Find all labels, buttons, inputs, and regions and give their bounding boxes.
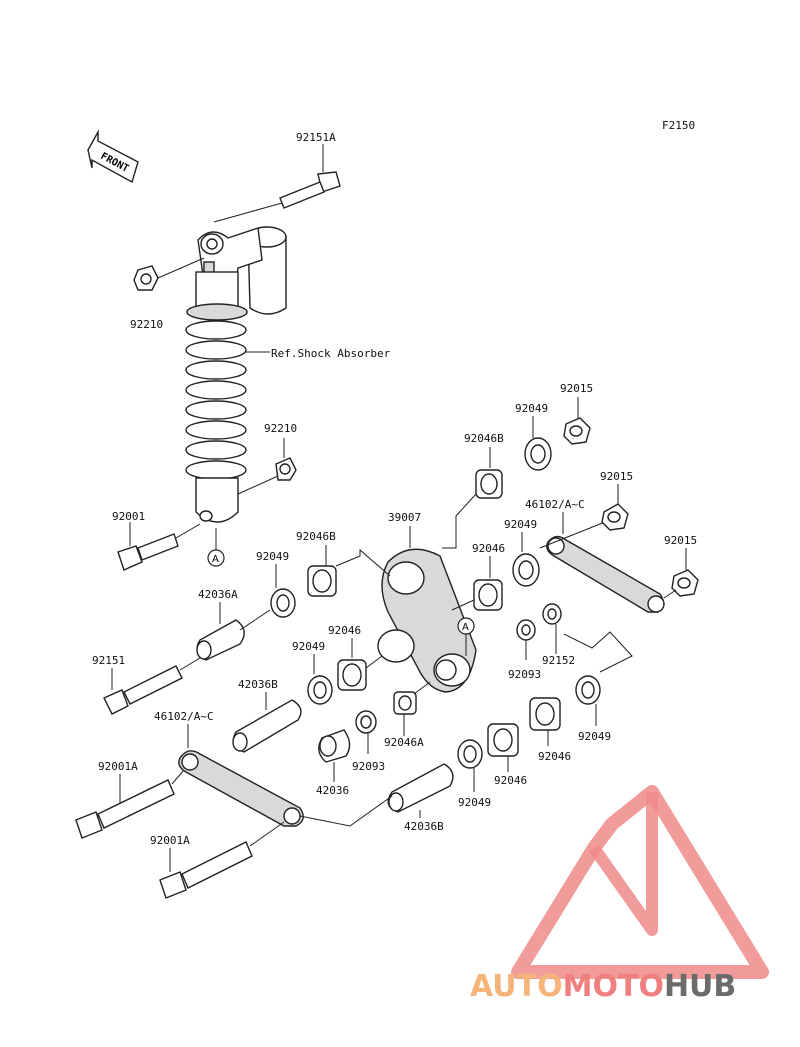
label-92049-e: 92049: [578, 730, 611, 743]
label-92046-d: 92046: [494, 774, 527, 787]
label-92210-b: 92210: [264, 422, 297, 435]
bolt-92001A-upper: [75, 779, 175, 839]
washer-92049-e: [575, 675, 601, 705]
collar-42036A: [196, 619, 245, 661]
washer-92093-b: [355, 710, 377, 734]
nut-92015-b: [601, 503, 629, 531]
label-92046B-a: 92046B: [464, 432, 504, 445]
nut-92015-a: [563, 417, 591, 445]
label-92049-f: 92049: [458, 796, 491, 809]
label-92046-c: 92046: [538, 750, 571, 763]
watermark-moto: MOTO: [563, 969, 664, 1004]
marker-a-rocker: A: [462, 622, 469, 633]
label-92093-b: 92093: [352, 760, 385, 773]
label-92001A-b: 92001A: [150, 834, 190, 847]
nut-92015-c: [671, 569, 699, 597]
collar-42036: [318, 729, 351, 763]
bolt-92151A: [213, 171, 341, 223]
label-42036B-a: 42036B: [238, 678, 278, 691]
washer-92049-a: [524, 437, 552, 471]
ref-shock-absorber-label: Ref.Shock Absorber: [271, 347, 391, 360]
label-92015-a: 92015: [560, 382, 593, 395]
washer-92049-b: [512, 553, 540, 587]
logo-triangle-icon: [511, 785, 769, 979]
shock-absorber: [185, 226, 287, 523]
bearing-92046-b: [337, 659, 367, 691]
label-46102-a: 46102/A~C: [525, 498, 585, 511]
collar-42036B-upper: [232, 699, 302, 753]
bearing-92046B-a: [475, 469, 503, 499]
label-92210-a: 92210: [130, 318, 163, 331]
label-92015-b: 92015: [600, 470, 633, 483]
tie-rod-46102-lower: [178, 750, 304, 827]
svg-text:AUTOMOTOHUB: AUTOMOTOHUB: [470, 969, 736, 1004]
label-92049-d: 92049: [292, 640, 325, 653]
label-42036: 42036: [316, 784, 349, 797]
label-92151A: 92151A: [296, 131, 336, 144]
marker-a-shock: A: [212, 554, 219, 565]
washer-92049-c: [270, 588, 296, 618]
bearing-92046-a: [473, 579, 503, 611]
washer-92093-a: [516, 619, 536, 641]
watermark-auto: AUTO: [470, 969, 563, 1004]
label-92046A: 92046A: [384, 736, 424, 749]
watermark-hub: HUB: [664, 969, 736, 1004]
tie-rod-46102-upper: [546, 535, 665, 613]
washer-92049-f: [457, 739, 483, 769]
label-92001: 92001: [112, 510, 145, 523]
automotohub-logo: AUTOMOTOHUB: [470, 785, 769, 1004]
washer-92049-d: [307, 675, 333, 705]
bolt-92001: [117, 522, 201, 571]
label-42036B-b: 42036B: [404, 820, 444, 833]
diagram-code: F2150: [662, 119, 695, 132]
seal-92152: [542, 603, 562, 625]
bearing-92046B-b: [307, 565, 337, 597]
label-92152: 92152: [542, 654, 575, 667]
front-arrow-icon: FRONT: [87, 129, 139, 184]
label-46102-b: 46102/A~C: [154, 710, 214, 723]
label-42036A: 42036A: [198, 588, 238, 601]
label-92046-a: 92046: [472, 542, 505, 555]
bearing-92046-c: [529, 697, 561, 731]
collar-42036B-lower: [387, 763, 454, 813]
label-39007: 39007: [388, 511, 421, 524]
bolt-92001A-lower: [159, 841, 253, 899]
label-92093-a: 92093: [508, 668, 541, 681]
bearing-92046A: [393, 691, 417, 715]
label-92049-a: 92049: [515, 402, 548, 415]
nut-92210-upper: [133, 257, 205, 291]
label-92046B-b: 92046B: [296, 530, 336, 543]
label-92001A-a: 92001A: [98, 760, 138, 773]
bolt-92151: [103, 665, 183, 715]
nut-92210-lower: [237, 438, 297, 495]
bearing-92046-d: [487, 723, 519, 757]
label-92151: 92151: [92, 654, 125, 667]
label-92049-c: 92049: [256, 550, 289, 563]
label-92046-b: 92046: [328, 624, 361, 637]
label-92049-b: 92049: [504, 518, 537, 531]
label-92015-c: 92015: [664, 534, 697, 547]
rocker-arm-39007: [377, 548, 477, 693]
